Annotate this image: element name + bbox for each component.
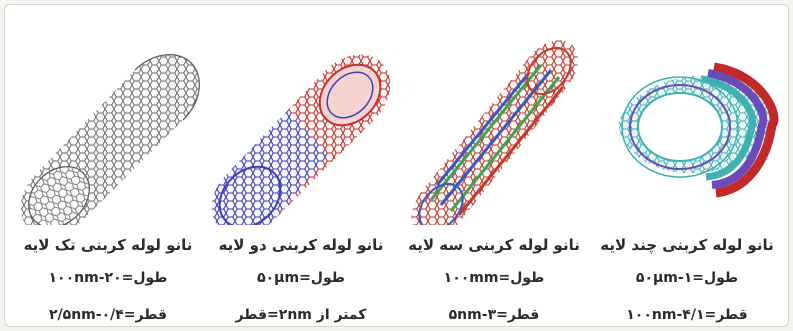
triple-wall-length: طول=۱۰۰mm bbox=[401, 270, 587, 286]
multi-wall-title: نانو لوله کربنی چند لایه bbox=[594, 236, 780, 254]
figure-frame: نانو لوله کربنی تک لایه طول=۲۰-۱۰۰nm قطر… bbox=[4, 4, 789, 327]
triple-wall-nanotube-illustration bbox=[401, 25, 587, 225]
single-wall-title: نانو لوله کربنی تک لایه bbox=[15, 236, 201, 254]
triple-wall-title: نانو لوله کربنی سه لایه bbox=[401, 236, 587, 254]
double-wall-title: نانو لوله کربنی دو لایه bbox=[208, 236, 394, 254]
nanotube-multi-wall: نانو لوله کربنی چند لایه طول=۱-۵۰μm قطر=… bbox=[594, 25, 780, 325]
single-wall-nanotube-illustration bbox=[15, 25, 201, 225]
multi-wall-length: طول=۱-۵۰μm bbox=[594, 270, 780, 286]
single-wall-diameter: قطر=۰/۴-۲/۵nm bbox=[15, 307, 201, 323]
multi-wall-nanotube-illustration bbox=[594, 25, 780, 225]
triple-wall-diameter: قطر=۳-۵nm bbox=[401, 307, 587, 323]
double-wall-length: طول=۵۰μm bbox=[208, 270, 394, 286]
double-wall-nanotube-illustration bbox=[208, 25, 394, 225]
multi-wall-diameter: قطر=۴/۱-۱۰۰nm bbox=[594, 307, 780, 323]
nanotube-triple-wall: نانو لوله کربنی سه لایه طول=۱۰۰mm قطر=۳-… bbox=[401, 25, 587, 325]
nanotube-single-wall: نانو لوله کربنی تک لایه طول=۲۰-۱۰۰nm قطر… bbox=[15, 25, 201, 325]
single-wall-length: طول=۲۰-۱۰۰nm bbox=[15, 270, 201, 286]
nanotube-grid: نانو لوله کربنی تک لایه طول=۲۰-۱۰۰nm قطر… bbox=[15, 25, 780, 325]
double-wall-diameter: کمتر از ۲nm=قطر bbox=[208, 307, 394, 323]
nanotube-double-wall: نانو لوله کربنی دو لایه طول=۵۰μm کمتر از… bbox=[208, 25, 394, 325]
